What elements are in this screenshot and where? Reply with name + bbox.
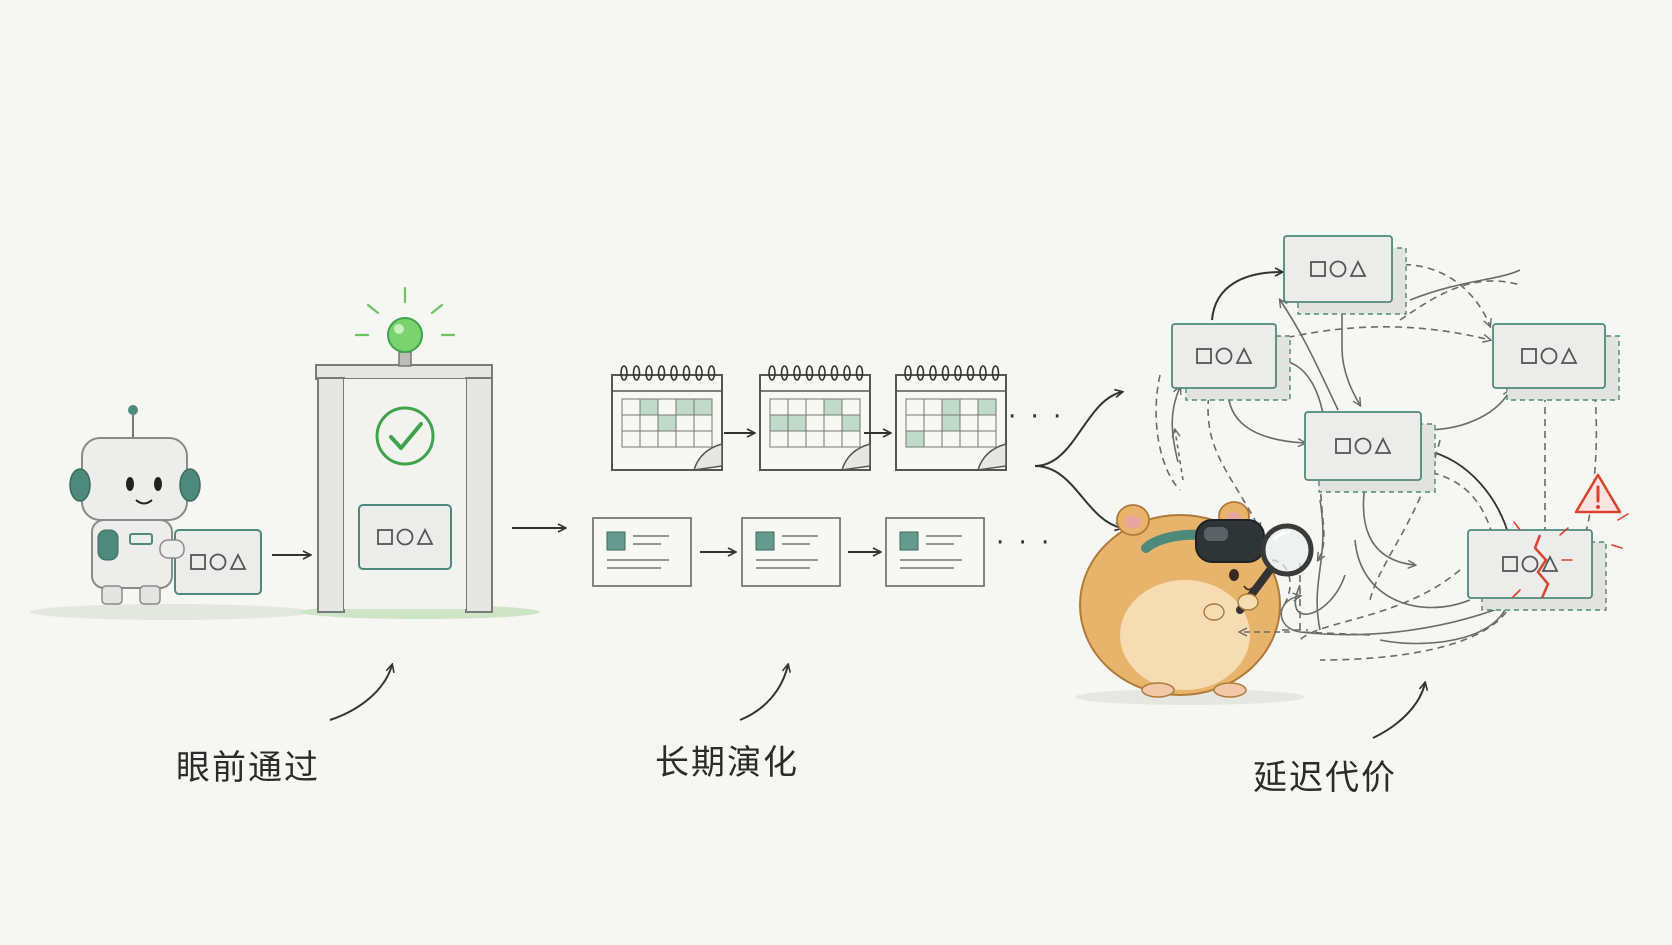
pointer-arrow [739,665,788,721]
checkmark-icon [375,406,435,466]
document-row [592,517,985,587]
module-card [1492,323,1620,401]
crack-sparks [1512,513,1629,598]
checkpoint-gate-icon [315,364,493,613]
caption-delayed-cost: 延迟代价 [1253,758,1397,798]
green-light-icon [354,286,456,367]
pointer-arrow [1372,683,1425,739]
network-cards [1171,235,1620,611]
module-card [358,504,452,570]
document-card-icon [592,517,692,587]
calendar-icon [759,365,871,471]
branch-arrow-down [1034,465,1122,528]
magnifying-glass-icon [1236,523,1314,614]
document-card-icon [885,517,985,587]
document-card-icon [741,517,841,587]
module-card [1304,411,1436,493]
branch-arrow-up [1034,392,1122,467]
caption-long-term-evolution: 长期演化 [655,743,799,783]
module-card [174,529,262,595]
module-card [1283,235,1407,315]
ellipsis-document: · · · [996,528,1053,558]
robot-icon [69,405,201,605]
ground-shadow [1075,689,1305,705]
calendar-icon [895,365,1007,471]
ground-shadow [30,604,310,620]
module-card [1171,323,1291,401]
ellipsis-calendar: · · · [1008,402,1065,432]
calendar-icon [611,365,723,471]
pointer-arrow [329,665,392,721]
robot-hand [159,539,185,559]
module-card [1467,529,1607,611]
warning-icon [1574,473,1622,514]
calendar-row [611,365,1007,471]
caption-immediate-pass: 眼前通过 [176,748,320,788]
crack-mark [1533,534,1550,599]
